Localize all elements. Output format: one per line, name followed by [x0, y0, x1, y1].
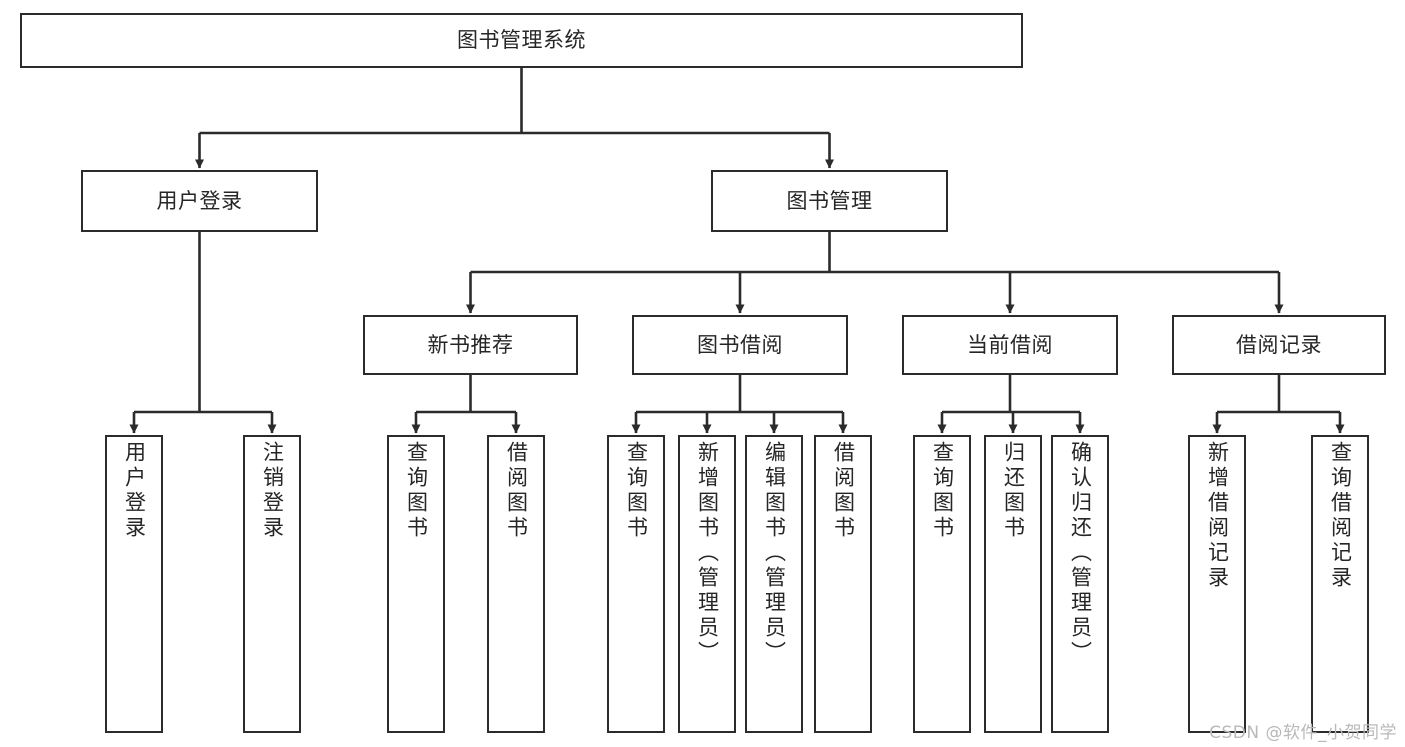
leaf-node-5[interactable]: 新增图书（管理员）: [678, 435, 736, 733]
leaf-node-7[interactable]: 借阅图书: [814, 435, 872, 733]
leaf-node-3[interactable]: 借阅图书: [487, 435, 545, 733]
leaf-node-0[interactable]: 用户登录: [105, 435, 163, 733]
level2-node-label: 用户登录: [156, 188, 243, 213]
leaf-node-2[interactable]: 查询图书: [387, 435, 445, 733]
leaf-node-label: 借阅图书: [831, 441, 856, 541]
leaf-node-6[interactable]: 编辑图书（管理员）: [745, 435, 803, 733]
level3-node-3[interactable]: 借阅记录: [1172, 315, 1386, 375]
leaf-node-label: 编辑图书（管理员）: [762, 441, 787, 666]
leaf-node-9[interactable]: 归还图书: [984, 435, 1042, 733]
leaf-node-11[interactable]: 新增借阅记录: [1188, 435, 1246, 733]
leaf-node-label: 新增借阅记录: [1205, 441, 1230, 591]
leaf-node-label: 注销登录: [260, 441, 285, 541]
level2-node-label: 图书管理: [786, 188, 873, 213]
leaf-node-label: 查询图书: [930, 441, 955, 541]
leaf-node-label: 查询借阅记录: [1328, 441, 1353, 591]
level3-node-label: 当前借阅: [967, 332, 1053, 357]
level3-node-label: 新书推荐: [427, 332, 514, 357]
leaf-node-label: 归还图书: [1001, 441, 1026, 541]
level2-node-0[interactable]: 用户登录: [81, 170, 318, 232]
level3-node-label: 借阅记录: [1236, 332, 1322, 357]
level3-node-0[interactable]: 新书推荐: [363, 315, 578, 375]
leaf-node-12[interactable]: 查询借阅记录: [1311, 435, 1369, 733]
leaf-node-1[interactable]: 注销登录: [243, 435, 301, 733]
leaf-node-label: 查询图书: [404, 441, 429, 541]
leaf-node-label: 用户登录: [122, 441, 147, 541]
level3-node-label: 图书借阅: [697, 332, 783, 357]
leaf-node-label: 查询图书: [624, 441, 649, 541]
root-node-label: 图书管理系统: [457, 28, 586, 53]
root-node-0[interactable]: 图书管理系统: [20, 13, 1023, 68]
leaf-node-8[interactable]: 查询图书: [913, 435, 971, 733]
leaf-node-label: 借阅图书: [504, 441, 529, 541]
level3-node-1[interactable]: 图书借阅: [632, 315, 848, 375]
leaf-node-label: 新增图书（管理员）: [695, 441, 720, 666]
leaf-node-label: 确认归还（管理员）: [1068, 441, 1093, 666]
level3-node-2[interactable]: 当前借阅: [902, 315, 1118, 375]
leaf-node-4[interactable]: 查询图书: [607, 435, 665, 733]
leaf-node-10[interactable]: 确认归还（管理员）: [1051, 435, 1109, 733]
level2-node-1[interactable]: 图书管理: [711, 170, 948, 232]
